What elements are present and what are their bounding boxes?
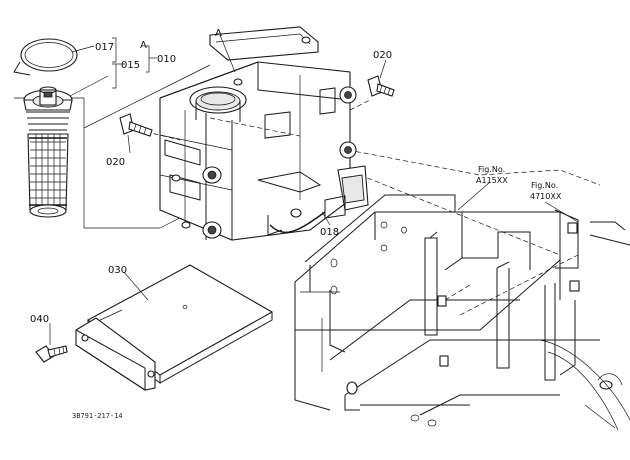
leader-lines: [49, 34, 579, 345]
fig-ref-4710xx: Fig.No. 4710XX: [530, 181, 562, 201]
bolt-020-left: [119, 113, 153, 137]
label-020-left: 020: [106, 157, 125, 168]
label-040: 040: [30, 314, 49, 325]
fig-ref-a115xx: Fig.No. A115XX: [476, 165, 508, 185]
label-020-right: 020: [373, 50, 392, 61]
frame-assembly: [294, 149, 630, 431]
label-030: 030: [108, 265, 127, 276]
label-a-bracket: A: [140, 40, 147, 51]
filter-assembly: [13, 38, 216, 229]
label-010: 010: [157, 54, 176, 65]
cover-plate-030: [75, 264, 274, 391]
fig-ref-title: Fig.No.: [478, 165, 505, 174]
drawing-code: 3B791-217-14: [72, 412, 123, 420]
bolt-040: [35, 345, 68, 363]
label-018: 018: [320, 227, 339, 238]
fig-ref-number: A115XX: [476, 176, 508, 185]
fig-ref-title: Fig.No.: [531, 181, 558, 190]
label-017: 017: [95, 42, 114, 53]
label-a-housing: A: [215, 28, 222, 39]
label-015: 015: [121, 60, 140, 71]
seal-ring-017: [20, 38, 78, 72]
connector-018: [267, 165, 369, 236]
fig-ref-number: 4710XX: [530, 192, 562, 201]
valve-housing-010: [129, 26, 371, 241]
bolt-020-right: [367, 75, 395, 97]
filter-cartridge: [23, 86, 73, 218]
